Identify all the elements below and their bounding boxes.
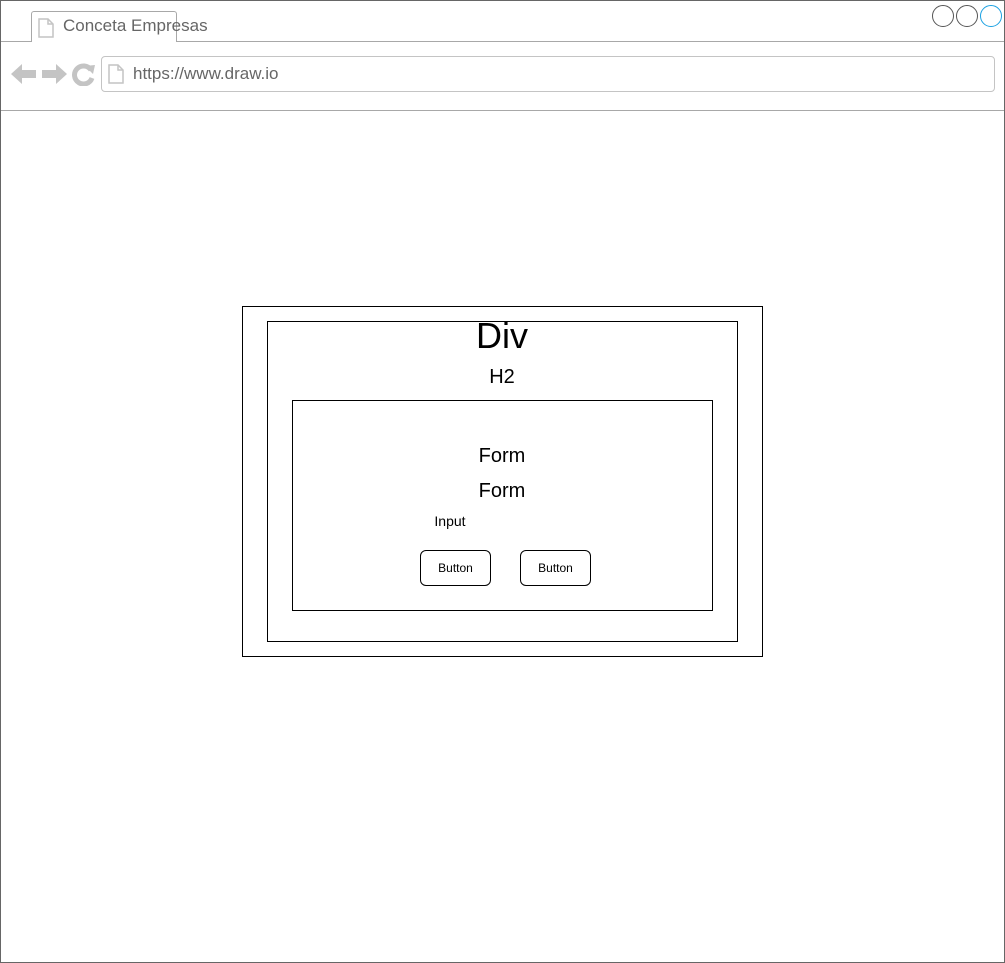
tab-title: Conceta Empresas (63, 16, 208, 35)
minimize-button[interactable] (932, 5, 954, 27)
reload-icon[interactable] (72, 63, 95, 86)
document-icon (38, 18, 54, 38)
url-bar[interactable]: https://www.draw.io (101, 56, 995, 92)
h2-label: H2 (489, 366, 515, 388)
input-label: Input (434, 513, 466, 529)
form-label-secondary: Form (478, 480, 526, 502)
forward-arrow-icon[interactable] (41, 63, 67, 85)
button-2[interactable]: Button (520, 550, 591, 586)
close-button[interactable] (980, 5, 1002, 27)
navigation-bar: https://www.draw.io (1, 42, 1004, 111)
window-controls (932, 5, 1002, 27)
browser-tab[interactable]: Conceta Empresas (31, 11, 208, 42)
form-label: Form (478, 445, 526, 467)
button-1[interactable]: Button (420, 550, 491, 586)
tab-bar: Conceta Empresas (1, 1, 1004, 42)
url-text: https://www.draw.io (133, 64, 279, 83)
div-label: Div (476, 315, 528, 356)
maximize-button[interactable] (956, 5, 978, 27)
back-arrow-icon[interactable] (11, 63, 37, 85)
document-icon (108, 64, 124, 84)
form-box (292, 400, 713, 611)
